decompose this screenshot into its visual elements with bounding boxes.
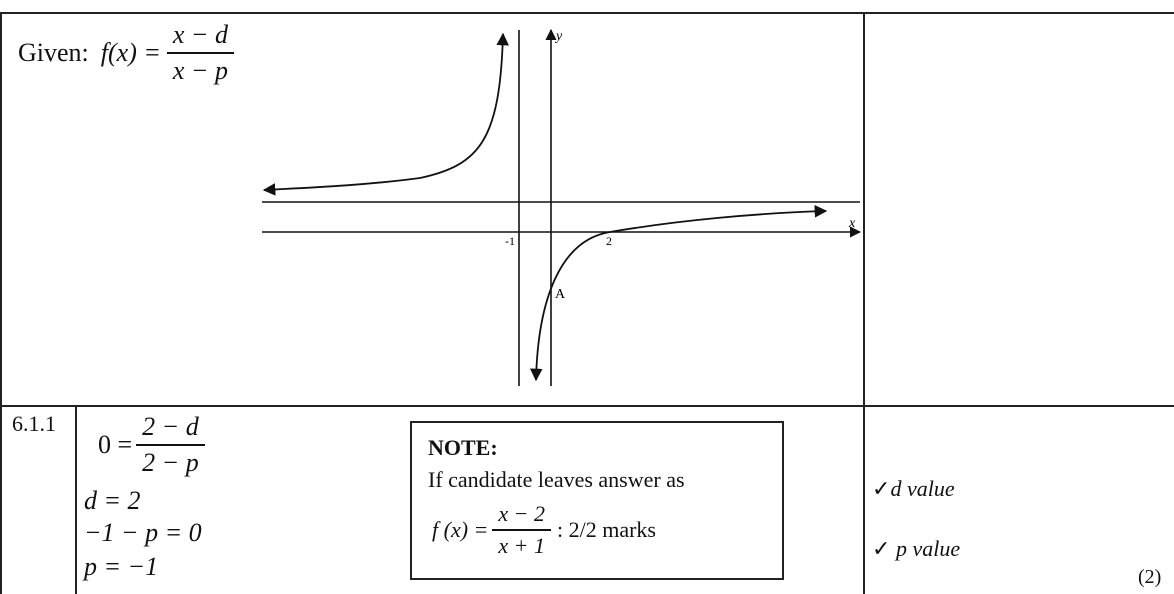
check-icon: ✓ (872, 476, 891, 501)
given-numerator: x − d (166, 20, 234, 54)
x-axis-label: x (848, 216, 856, 231)
note-text: If candidate leaves answer as (428, 467, 685, 492)
working-denominator: 2 − p (142, 448, 199, 477)
point-a-label: A (555, 287, 566, 302)
right-branch-curve (529, 205, 828, 382)
question-number: 6.1.1 (12, 411, 56, 436)
mark-total: (2) (1138, 566, 1162, 588)
working-fraction: 2 − d 2 − p (136, 412, 205, 478)
tick-label-neg1: -1 (505, 234, 515, 248)
working-line-2: d = 2 (84, 486, 141, 515)
given-label: Given: (18, 38, 89, 67)
note-formula-fraction: x − 2 x + 1 (492, 501, 551, 559)
left-branch-curve (262, 32, 509, 196)
note-formula-lhs: f (x) = (432, 517, 489, 542)
note-title: NOTE: (428, 435, 498, 460)
working-line-3: −1 − p = 0 (84, 518, 202, 547)
y-axis-label: y (554, 29, 563, 44)
given-denominator: x − p (172, 56, 228, 85)
given-lhs: f(x) = (100, 38, 161, 67)
note-formula-denominator: x + 1 (498, 533, 545, 558)
note-formula-suffix: : 2/2 marks (557, 517, 656, 542)
tick-label-2: 2 (606, 234, 612, 248)
note-box: NOTE: If candidate leaves answer as f (x… (410, 421, 784, 580)
given-fraction: x − d x − p (166, 20, 234, 86)
mark-p-value: ✓ p value (872, 536, 960, 562)
mark-item-2: p value (895, 536, 961, 561)
note-formula-numerator: x − 2 (492, 501, 551, 531)
mark-d-value: ✓d value (872, 476, 955, 502)
working-line1-lhs: 0 = (98, 430, 133, 459)
given-formula: Given: f(x) = x − d x − p (18, 20, 234, 86)
mark-item-1: d value (890, 476, 955, 501)
working-line-1: 0 = 2 − d 2 − p (98, 412, 205, 478)
check-icon: ✓ (872, 536, 891, 561)
note-formula: f (x) = x − 2 x + 1 : 2/2 marks (432, 501, 656, 559)
working-numerator: 2 − d (136, 412, 205, 446)
working-line-4: p = −1 (84, 552, 159, 581)
